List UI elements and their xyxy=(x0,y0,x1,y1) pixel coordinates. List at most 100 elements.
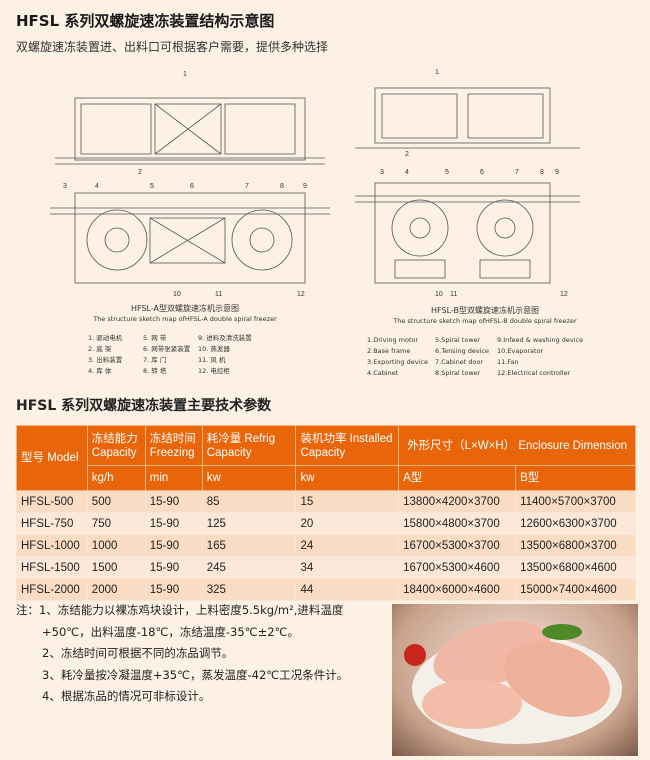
col-header-model: 型号 Model xyxy=(16,425,88,491)
legend-item: 5.Spiral tower xyxy=(435,336,481,344)
legend-item: 2.Base frame xyxy=(367,347,411,355)
caption-en: The structure sketch map ofHFSL-A double… xyxy=(93,315,277,323)
table-cell: 325 xyxy=(201,578,297,601)
legend-item: 5. 网 带 xyxy=(143,334,167,342)
table-cell: 20 xyxy=(295,512,400,535)
table-cell: 11400×5700×3700 xyxy=(515,490,636,513)
col-header-capacity: 冻结能力 Capacity xyxy=(86,425,146,466)
table-cell: 16700×5300×4600 xyxy=(398,556,517,579)
caption-cn: HFSL-A型双螺旋速冻机示意图 xyxy=(130,304,240,313)
table-cell: 1000 xyxy=(86,534,146,557)
tomato xyxy=(404,644,426,666)
page-title: HFSL 系列双螺旋速冻装置结构示意图 xyxy=(16,12,275,30)
legend-item: 9.Infeed & washing device xyxy=(497,336,584,344)
note-1: 注：1、冻结能力以裸冻鸡块设计，上料密度5.5kg/m²,进料温度 xyxy=(16,603,344,617)
callout-number: 8 xyxy=(540,169,544,176)
legend-item: 4.Cabinet xyxy=(367,369,399,377)
callout-number: 11 xyxy=(450,291,457,298)
table-cell: 165 xyxy=(201,534,297,557)
note-4: 4、根据冻品的情况可非标设计。 xyxy=(42,689,211,703)
caption-cn: HFSL-B型双螺旋速冻机示意图 xyxy=(431,306,539,315)
table-cell: 15-90 xyxy=(144,512,203,535)
legend-item: 10. 蒸发器 xyxy=(198,345,230,353)
chicken-piece xyxy=(422,679,522,729)
unit: min xyxy=(144,465,203,491)
table-cell: HFSL-1000 xyxy=(16,534,88,557)
legend-item: 6.Tensing device xyxy=(435,347,490,355)
caption-en: The structure sketch map ofHFSL-B double… xyxy=(393,317,577,325)
legend-item: 6. 网带张紧装置 xyxy=(143,345,191,353)
table-cell: 245 xyxy=(201,556,297,579)
callout-number: 2 xyxy=(138,169,142,176)
callout-number: 6 xyxy=(480,169,484,176)
legend-item: 7.Cabinet door xyxy=(435,358,484,366)
herb-leaf xyxy=(542,624,582,640)
table-cell: 15-90 xyxy=(144,556,203,579)
legend-item: 4. 库 体 xyxy=(88,367,112,375)
diagram-a-caption: HFSL-A型双螺旋速冻机示意图 The structure sketch ma… xyxy=(60,303,310,325)
callout-number: 8 xyxy=(280,183,284,190)
callout-number: 5 xyxy=(445,169,449,176)
callout-number: 3 xyxy=(380,169,384,176)
table-cell: 2000 xyxy=(86,578,146,601)
table-cell: HFSL-500 xyxy=(16,490,88,513)
table-cell: 15-90 xyxy=(144,534,203,557)
notes: 注：1、冻结能力以裸冻鸡块设计，上料密度5.5kg/m²,进料温度 +50℃，出… xyxy=(16,600,348,708)
specs-table: 型号 Model 冻结能力 Capacity 冻结时间 Freezing 耗冷量… xyxy=(16,425,636,601)
subtitle: 双螺旋速冻装置进、出料口可根据客户需要，提供多种选择 xyxy=(16,40,329,54)
callout-number: 4 xyxy=(95,183,99,190)
legend-item: 8.Spiral tower xyxy=(435,369,481,377)
legend-item: 10.Evaporator xyxy=(497,347,544,355)
table-cell: 15000×7400×4600 xyxy=(515,578,636,601)
table-cell: 44 xyxy=(295,578,400,601)
callout-number: 2 xyxy=(405,151,409,158)
table-cell: 15-90 xyxy=(144,490,203,513)
table-cell: 15 xyxy=(295,490,400,513)
callout-number: 3 xyxy=(63,183,67,190)
legend-item: 9. 进料及清洗装置 xyxy=(198,334,252,342)
legend-item: 8. 转 塔 xyxy=(143,367,167,375)
diagram-b-legend: 1.Driving motor 5.Spiral tower 9.Infeed & … xyxy=(367,335,607,379)
callout-number: 11 xyxy=(215,291,222,298)
callout-number: 10 xyxy=(173,291,181,298)
legend-item: 7. 库 门 xyxy=(143,356,167,364)
legend-item: 1.Driving motor xyxy=(367,336,419,344)
table-cell: 16700×5300×3700 xyxy=(398,534,517,557)
callout-number: 7 xyxy=(245,183,249,190)
chicken-photo xyxy=(392,604,638,756)
table-cell: HFSL-2000 xyxy=(16,578,88,601)
callout-number: 1 xyxy=(183,71,187,78)
note-1-cont: +50℃，出料温度-18℃，冻结温度-35℃±2℃。 xyxy=(42,624,299,639)
specs-title: HFSL 系列双螺旋速冻装置主要技术参数 xyxy=(16,398,272,414)
table-cell: 500 xyxy=(86,490,146,513)
callout-number: 4 xyxy=(405,169,409,176)
table-cell: 13500×6800×3700 xyxy=(515,534,636,557)
note-2: 2、冻结时间可根据不同的冻品调节。 xyxy=(42,646,234,660)
col-header-installed: 装机功率 Installed Capacity xyxy=(295,425,400,466)
callout-number: 9 xyxy=(303,183,307,190)
legend-item: 3.Exporting device xyxy=(367,358,428,366)
legend-item: 12.Electrical controller xyxy=(497,369,571,377)
unit: kw xyxy=(295,465,400,491)
legend-item: 11. 风 机 xyxy=(198,356,226,364)
callout-number: 1 xyxy=(435,69,439,76)
col-header-dimension: 外形尺寸（L×W×H） Enclosure Dimension xyxy=(398,425,636,466)
table-cell: 1500 xyxy=(86,556,146,579)
table-cell: 15800×4800×3700 xyxy=(398,512,517,535)
callout-number: 10 xyxy=(435,291,443,298)
legend-item: 3. 出料装置 xyxy=(88,356,123,364)
legend-item: 2. 底 架 xyxy=(88,345,112,353)
unit: B型 xyxy=(515,465,636,491)
table-cell: 85 xyxy=(201,490,297,513)
callout-number: 9 xyxy=(555,169,559,176)
table-cell: 12600×6300×3700 xyxy=(515,512,636,535)
callout-number: 12 xyxy=(297,291,305,298)
legend-item: 12. 电控柜 xyxy=(198,367,230,375)
